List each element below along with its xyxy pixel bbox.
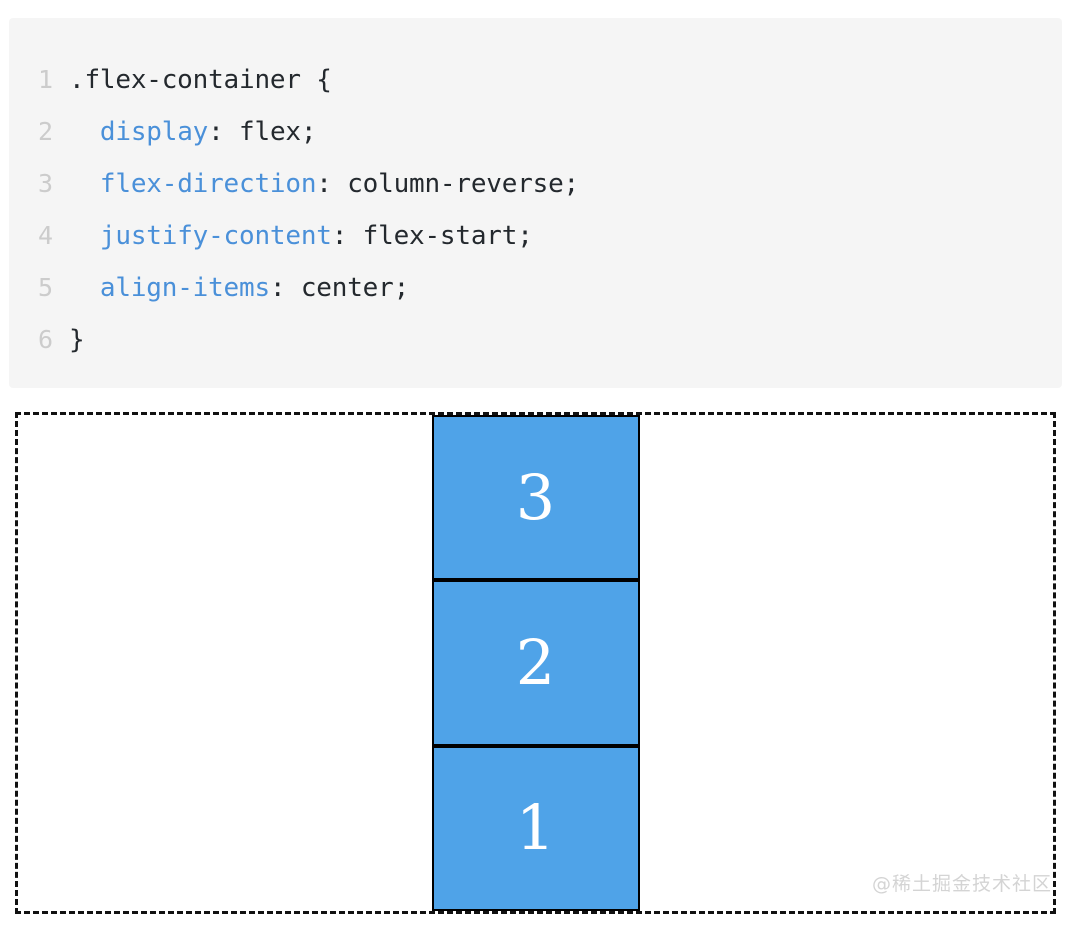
- code-line: 5 align-items: center;: [9, 262, 1062, 314]
- code-content: align-items: center;: [69, 262, 409, 314]
- code-content: justify-content: flex-start;: [69, 210, 533, 262]
- line-number: 6: [37, 325, 53, 354]
- line-number: 1: [37, 65, 53, 94]
- line-number: 4: [37, 221, 53, 250]
- flex-item: 3: [431, 415, 640, 581]
- code-separator: :: [208, 117, 240, 147]
- code-value: }: [69, 325, 85, 355]
- code-separator: :: [331, 221, 363, 251]
- code-content: flex-direction: column-reverse;: [69, 158, 579, 210]
- line-number: 3: [37, 169, 53, 198]
- code-block: 1 .flex-container { 2 display: flex; 3 f…: [9, 18, 1062, 388]
- code-line: 4 justify-content: flex-start;: [9, 210, 1062, 262]
- code-value: .flex-container {: [69, 65, 332, 95]
- code-line: 6 }: [9, 314, 1062, 366]
- code-property: display: [99, 117, 209, 147]
- code-separator: :: [269, 273, 301, 303]
- code-line: 1 .flex-container {: [9, 54, 1062, 106]
- code-value: flex;: [239, 117, 317, 147]
- line-number: 2: [37, 117, 53, 146]
- code-indent: [69, 273, 100, 303]
- code-line: 3 flex-direction: column-reverse;: [9, 158, 1062, 210]
- code-property: flex-direction: [99, 169, 317, 199]
- code-property: align-items: [99, 273, 270, 303]
- code-line: 2 display: flex;: [9, 106, 1062, 158]
- code-indent: [69, 169, 100, 199]
- flex-item: 1: [431, 745, 640, 911]
- code-indent: [69, 117, 100, 147]
- code-value: center;: [300, 273, 410, 303]
- code-indent: [69, 221, 100, 251]
- flex-item: 2: [431, 580, 640, 746]
- code-value: column-reverse;: [347, 169, 580, 199]
- flex-container-demo: 1 2 3: [15, 412, 1056, 914]
- code-content: }: [69, 314, 85, 366]
- code-value: flex-start;: [362, 221, 533, 251]
- code-property: justify-content: [99, 221, 332, 251]
- code-content: display: flex;: [69, 106, 317, 158]
- watermark: @稀土掘金技术社区: [871, 873, 1052, 895]
- line-number: 5: [37, 273, 53, 302]
- code-content: .flex-container {: [69, 54, 332, 106]
- code-separator: :: [316, 169, 348, 199]
